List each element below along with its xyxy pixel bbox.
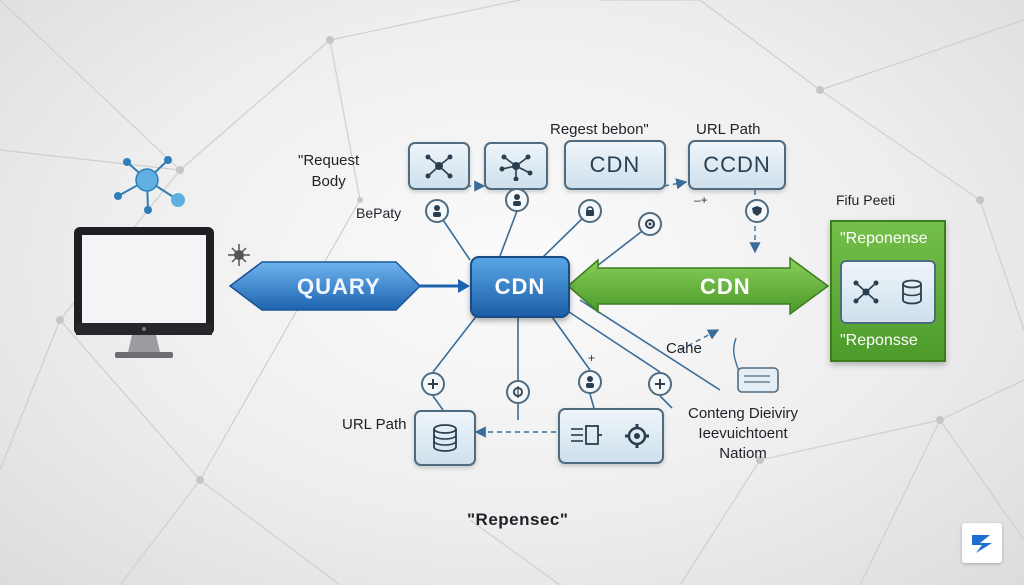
network-graph-icon <box>425 154 453 179</box>
response-panel-bottom-label: "Reponsse <box>840 332 918 349</box>
plus-node-icon <box>421 372 445 396</box>
gear-icon <box>625 424 649 448</box>
url-path-bottom-label: URL Path <box>342 416 407 433</box>
brand-logo <box>962 523 1002 563</box>
shield-node-icon <box>745 199 769 223</box>
brand-logo-icon <box>972 535 992 553</box>
green-arrow-label: CDN <box>700 274 751 299</box>
server-list-icon <box>571 425 602 445</box>
response-bottom-label: "Repensec" <box>467 510 569 529</box>
cdn-green-arrow <box>566 256 830 316</box>
database-icon <box>902 279 922 305</box>
query-arrow <box>228 261 470 311</box>
svg-text:+: + <box>588 351 595 365</box>
top-network-box-1[interactable] <box>408 142 470 190</box>
plus-node-icon <box>648 372 672 396</box>
currency-node-icon <box>506 380 530 404</box>
network-molecule-icon <box>114 156 185 214</box>
bepaty-label: BePaty <box>356 205 402 221</box>
response-inner-box <box>840 260 936 324</box>
center-cdn-label: CDN <box>494 274 546 299</box>
network-graph-icon <box>499 154 533 181</box>
url-path-top-label: URL Path <box>696 121 761 138</box>
request-debon-label: Regest bebon" <box>550 121 649 138</box>
user-node-icon <box>505 188 529 212</box>
top-cdn-box-4-label: CCDN <box>703 152 771 177</box>
top-cdn-box-3-label: CDN <box>589 152 641 177</box>
user-node-icon <box>425 199 449 223</box>
gear-node-icon <box>638 212 662 236</box>
response-panel[interactable]: "Reponense "Reponsse <box>830 220 946 362</box>
cache-document-icon <box>737 367 779 393</box>
network-graph-icon <box>853 280 879 304</box>
query-arrow-label: QUARY <box>297 274 381 299</box>
lock-node-icon <box>578 199 602 223</box>
database-icon <box>433 424 457 452</box>
cahe-label: Cahe <box>666 340 702 357</box>
bug-icon <box>228 244 250 266</box>
fifu-peeti-label: Fifu Peeti <box>836 192 896 208</box>
content-delivery-label: Conteng Dieiviry Ieevuichtoent Natiom <box>688 405 799 462</box>
computer-monitor-icon <box>74 227 214 358</box>
top-cdn-box-4[interactable]: CCDN <box>688 140 786 190</box>
top-network-box-2[interactable] <box>484 142 548 190</box>
server-process-box[interactable] <box>558 408 664 464</box>
request-body-label: "Request Body <box>298 152 360 190</box>
response-panel-top-label: "Reponense <box>840 230 928 247</box>
top-cdn-box-3[interactable]: CDN <box>564 140 666 190</box>
svg-text:–+: –+ <box>694 193 708 207</box>
user-node-icon <box>578 370 602 394</box>
center-cdn-node[interactable]: CDN <box>470 256 570 318</box>
database-box[interactable] <box>414 410 476 466</box>
